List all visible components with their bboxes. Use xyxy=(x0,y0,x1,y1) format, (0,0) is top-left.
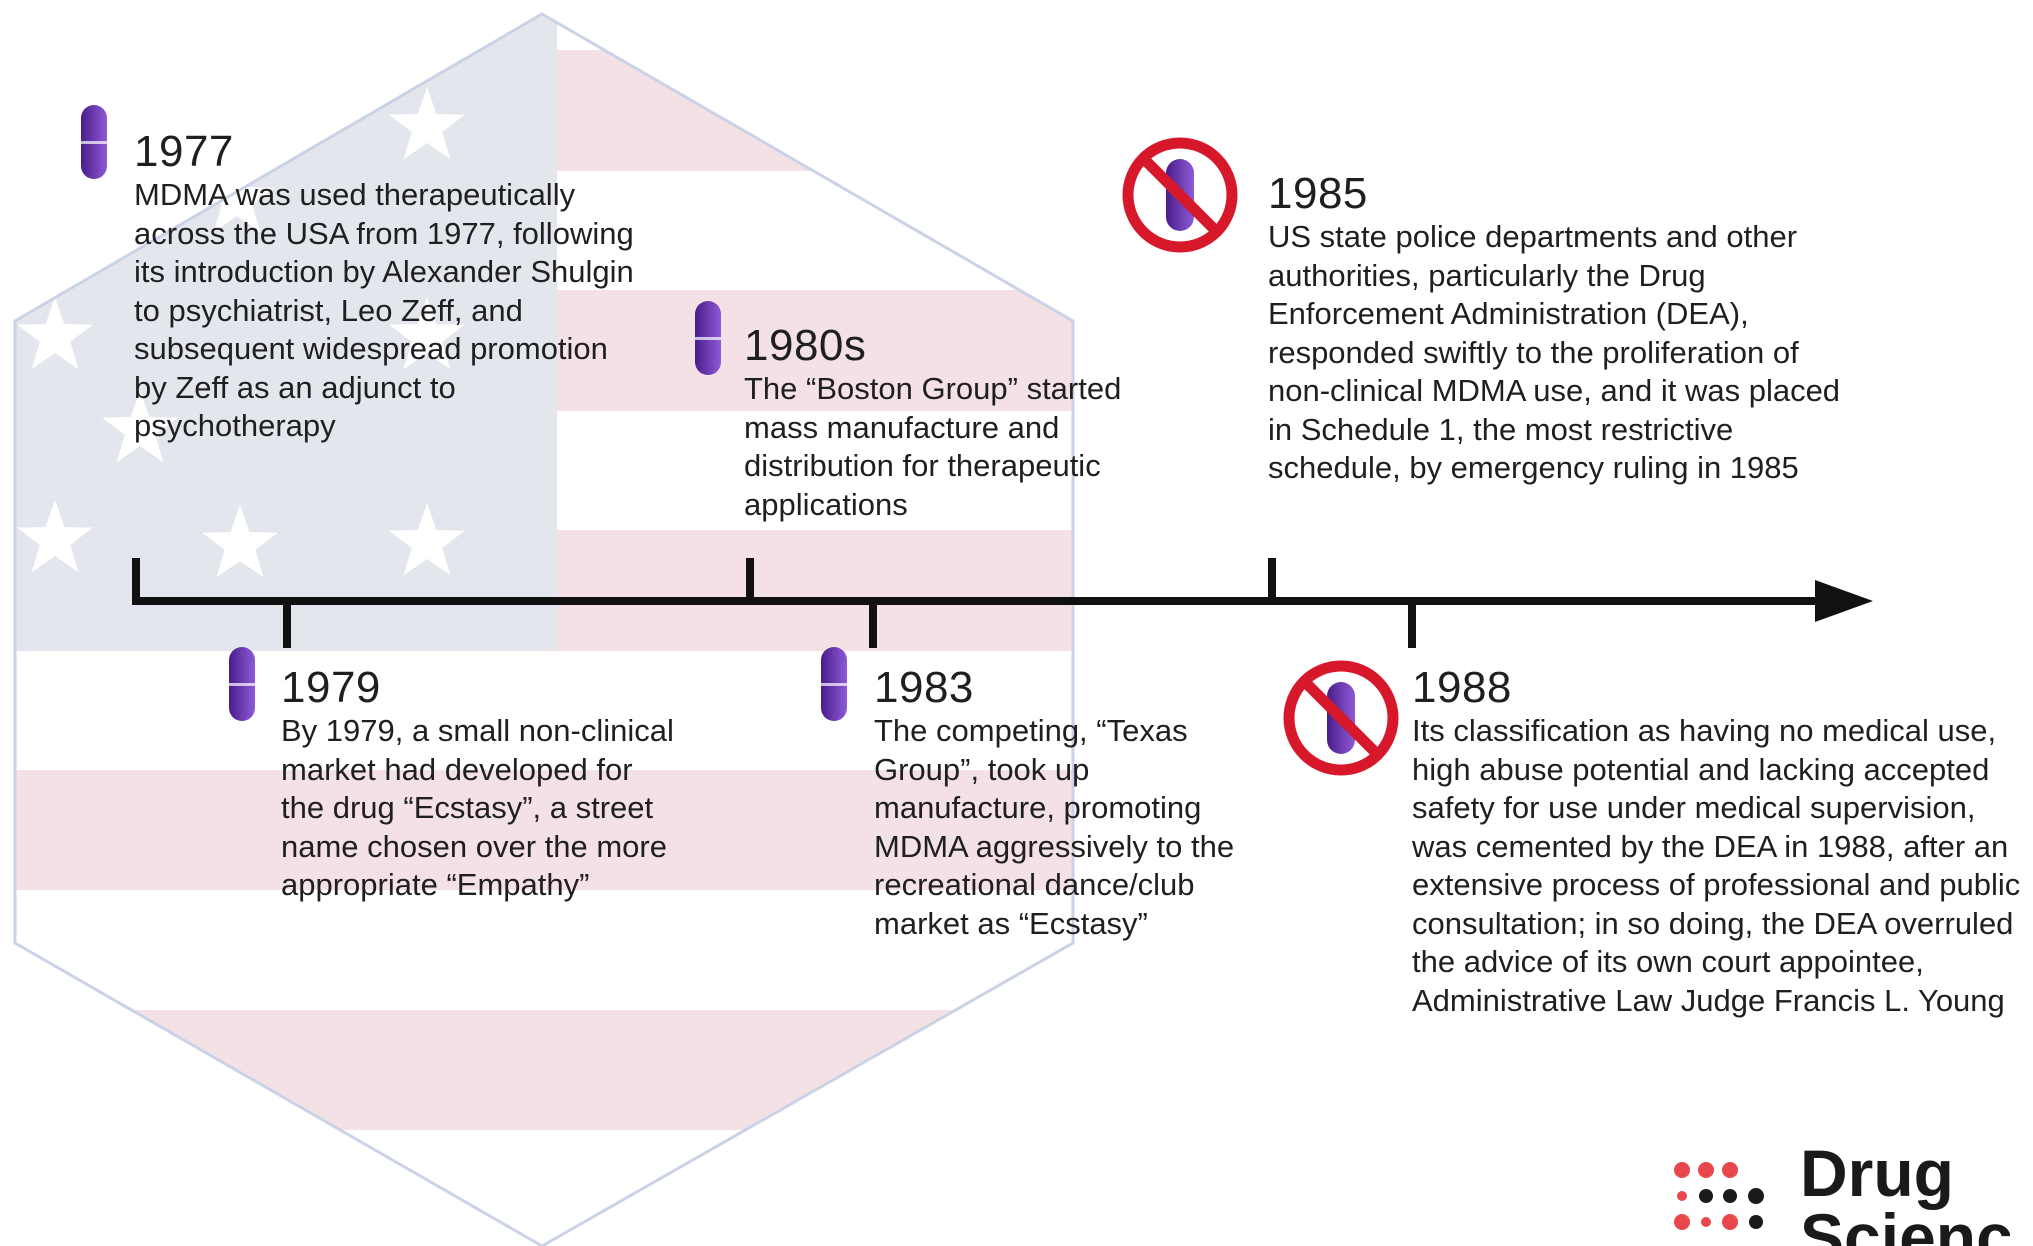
capsule-icon xyxy=(229,647,255,721)
event-description: The “Boston Group” started mass manufact… xyxy=(744,371,1122,522)
event-year: 1983 xyxy=(874,663,974,712)
event-description: Its classification as having no medical … xyxy=(1412,713,2021,1018)
event-year: 1977 xyxy=(134,127,234,176)
capsule-icon xyxy=(81,105,107,179)
event-year: 1980s xyxy=(744,321,867,370)
event-1979: 1979 By 1979, a small non-clinical marke… xyxy=(281,664,681,905)
event-1985: 1985 US state police departments and oth… xyxy=(1268,170,1848,488)
logo-text-line2: Science xyxy=(1800,1200,2010,1246)
event-1988: 1988 Its classification as having no med… xyxy=(1412,664,2032,1020)
event-description: By 1979, a small non-clinical market had… xyxy=(281,713,674,902)
event-year: 1985 xyxy=(1268,169,1368,218)
event-description: MDMA was used therapeutically across the… xyxy=(134,177,634,443)
event-description: US state police departments and other au… xyxy=(1268,219,1841,485)
event-year: 1988 xyxy=(1412,663,1512,712)
banned-capsule-icon xyxy=(1283,660,1399,776)
axis-arrowhead xyxy=(1815,580,1873,622)
banned-capsule-icon xyxy=(1122,137,1238,253)
event-1977: 1977 MDMA was used therapeutically acros… xyxy=(134,128,634,446)
event-1980s: 1980s The “Boston Group” started mass ma… xyxy=(744,322,1194,524)
logo-text-line1: Drug xyxy=(1800,1150,1954,1210)
dots-icon xyxy=(1674,1162,1764,1230)
capsule-icon xyxy=(695,301,721,375)
drugscience-logo: Drug Science xyxy=(1670,1150,2010,1246)
event-1983: 1983 The competing, “Texas Group”, took … xyxy=(874,664,1254,943)
capsule-icon xyxy=(821,647,847,721)
event-year: 1979 xyxy=(281,663,381,712)
event-description: The competing, “Texas Group”, took up ma… xyxy=(874,713,1235,941)
